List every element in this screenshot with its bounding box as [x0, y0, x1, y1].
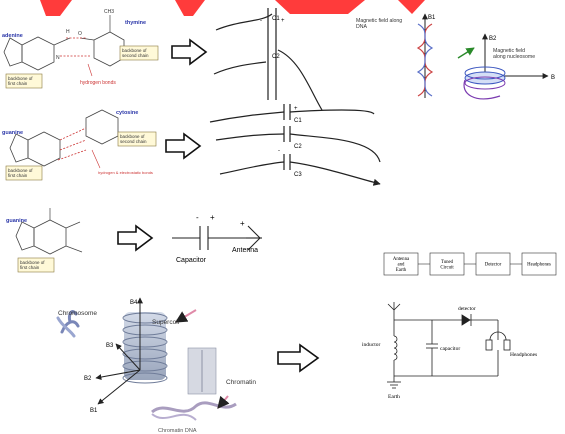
capacitor-sketch-2 [209, 104, 381, 186]
top-banner [40, 0, 425, 16]
block-label: Detector [485, 263, 502, 268]
atom-o-label: O [78, 31, 82, 37]
guanine-label-row2: guanine [2, 130, 23, 136]
nucleosome-field [457, 33, 549, 100]
plus-label-row2: + [294, 106, 298, 112]
adenine-label: adenine [2, 33, 23, 39]
inductor-label: inductor [362, 342, 380, 348]
capacitor-plus: + [210, 213, 215, 222]
chromosome-label: Chromosome [58, 310, 97, 317]
backbone-first-box-row2 [5, 165, 43, 181]
minus-label-row1: - [260, 18, 262, 24]
chromatin-label: Chromatin [226, 379, 256, 386]
block-arrow-1 [171, 38, 208, 66]
block-arrow-4 [277, 343, 320, 373]
block-label: Headphones [527, 263, 551, 268]
antenna-plus: + [240, 219, 245, 228]
capacitor-label: Capacitor [176, 257, 207, 264]
capacitor-circuit-label: capacitor [440, 346, 460, 352]
block-box [521, 252, 557, 276]
capacitor-sketch-1 [213, 8, 323, 111]
detector-label: detector [458, 306, 476, 312]
c1-label-row1: C1 [272, 16, 280, 22]
hydrogen-bonds-label: hydrogen bonds [80, 80, 116, 86]
chromatin-dna-label: Chromatin DNA [158, 428, 197, 434]
ch3-label: CH3 [104, 9, 114, 15]
b2-label: B2 [489, 36, 497, 42]
electrostatic-bonds-label: hydrogen & electrostatic bonds [98, 170, 153, 175]
b-label: B [551, 75, 555, 81]
b1-label: B1 [428, 15, 436, 21]
block-arrow-3 [117, 224, 154, 252]
antenna-label: Antenna [232, 247, 258, 254]
backbone-first-box [5, 73, 43, 89]
backbone-second-box-row2 [117, 131, 157, 147]
b4-label: B4 [130, 300, 138, 306]
dna-helix-field [416, 13, 434, 98]
crystal-radio-circuit [387, 302, 511, 389]
c1-label-row2: C1 [294, 118, 302, 124]
chromatin-illustration [56, 297, 237, 421]
cytosine-label: cytosine [116, 110, 138, 116]
thymine-label: thymine [125, 20, 146, 26]
plus-label-row1: + [281, 18, 285, 24]
atom-n-label: N [56, 55, 60, 61]
earth-label: Earth [388, 394, 400, 400]
minus-label-row2: - [278, 148, 280, 154]
backbone-first-box-row3 [17, 257, 55, 273]
backbone-second-box [119, 45, 159, 61]
c2-label-row1: C2 [272, 54, 280, 60]
capacitor-antenna [172, 225, 262, 251]
atom-h-label: H [66, 29, 70, 35]
headphones-circuit-label: Headphones [510, 352, 537, 358]
supercoil-label: Supercoil [152, 319, 180, 326]
block-arrow-2 [165, 132, 202, 160]
b2-label-row4: B2 [84, 376, 92, 382]
c3-label-row2: C3 [294, 172, 302, 178]
c2-label-row2: C2 [294, 144, 302, 150]
b1-label-row4: B1 [90, 408, 98, 414]
capacitor-minus: - [196, 213, 199, 222]
b3-label: B3 [106, 343, 114, 349]
guanine-label-row3: guanine [6, 218, 27, 224]
